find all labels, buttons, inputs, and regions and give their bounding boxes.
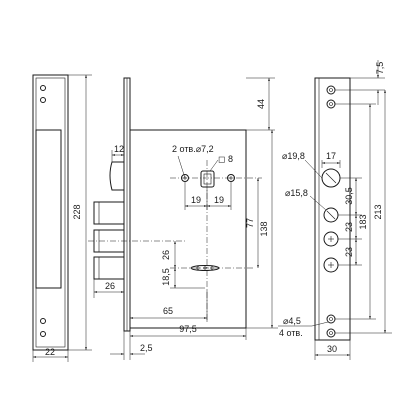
dim-183: 183	[358, 214, 368, 229]
dim-30-5: 30,5	[344, 187, 354, 205]
dim-26-vertical: 26	[161, 250, 171, 260]
dim-2-5: 2,5	[140, 343, 153, 353]
dim-228: 228	[72, 204, 82, 219]
dim-213: 213	[373, 204, 383, 219]
left-faceplate-view: 228 22	[32, 74, 92, 362]
fixing-hole-label: ⌀4,5	[283, 316, 301, 326]
holes-label: 2 отв.⌀7,2	[172, 144, 214, 154]
dim-19-left: 19	[191, 195, 201, 205]
latch-hole-label: ⌀19,8	[282, 151, 305, 161]
dead-bolt-3	[93, 256, 125, 280]
lock-case	[129, 129, 247, 329]
dim-23-b: 23	[344, 247, 354, 257]
dim-7-5: 7,5	[375, 62, 385, 75]
dim-65: 65	[163, 306, 173, 316]
dim-44: 44	[256, 99, 266, 109]
dim-30: 30	[327, 344, 337, 354]
fixing-hole-icon	[40, 331, 46, 337]
fixing-hole-icon	[40, 97, 46, 103]
dim-138: 138	[259, 221, 269, 236]
latch-bolt	[109, 161, 124, 191]
fixing-hole-icon	[326, 85, 336, 95]
dim-19-right: 19	[214, 195, 224, 205]
fixing-hole-icon	[40, 85, 46, 91]
dim-22: 22	[45, 347, 55, 357]
bolt-hole-label: ⌀15,8	[285, 188, 308, 198]
strike-plate-outline	[314, 77, 351, 341]
fixing-hole-icon	[326, 314, 336, 324]
dead-bolt-1	[93, 201, 125, 225]
dim-12: 12	[114, 144, 124, 154]
lock-body-view: 44 12 2 отв.⌀7,2 ◻ 8 19 19 77 138 26 18,…	[88, 77, 278, 360]
dim-26-bolt: 26	[105, 281, 115, 291]
left-faceplate-outline	[32, 74, 69, 351]
fixing-hole-icon	[326, 328, 336, 338]
fixing-hole-icon	[326, 99, 336, 109]
strike-plate-view: 7,5 ⌀19,8 17 ⌀15,8 30,5 23 23 183 213	[278, 60, 392, 360]
fixing-hole-icon	[40, 318, 46, 324]
dim-18-5: 18,5	[161, 268, 171, 286]
dead-bolt-2	[93, 229, 125, 253]
square-label: ◻ 8	[218, 154, 233, 164]
fixing-hole-count: 4 отв.	[279, 328, 303, 338]
dim-17: 17	[326, 151, 336, 161]
dim-23-a: 23	[344, 222, 354, 232]
spindle-square	[200, 170, 215, 188]
dim-77: 77	[245, 218, 255, 228]
left-faceplate-slot	[35, 129, 62, 289]
dim-97-5: 97,5	[179, 324, 197, 334]
